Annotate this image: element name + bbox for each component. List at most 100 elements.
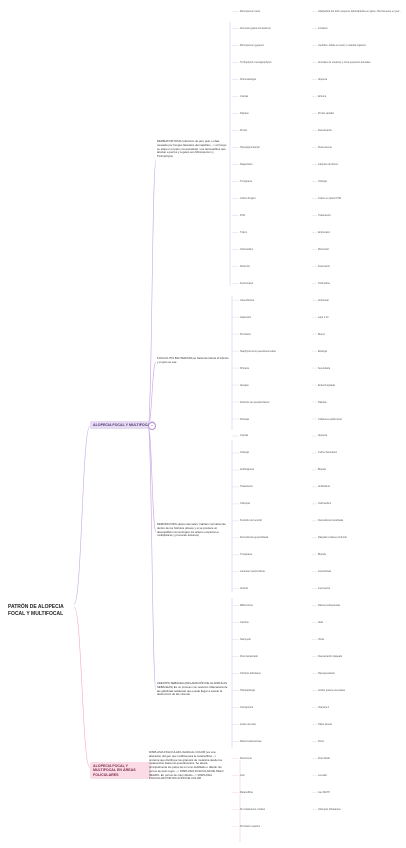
mind-map-node[interactable]: Isoxazolinas [318,570,332,574]
mind-map-node[interactable]: Pelo diluido [318,757,331,761]
mind-map-node[interactable]: Prurito [240,128,248,132]
mind-map-node[interactable]: Biopsia [318,553,326,557]
mind-map-node[interactable]: Alopecia [318,434,328,438]
mind-map-node[interactable]: Tratamiento [318,213,331,217]
mind-map-node[interactable]: Pápulas [240,111,249,115]
mind-map-node[interactable]: Staphylococcus pseudintermedius [240,349,277,353]
mind-map-node[interactable]: Tratamiento [240,485,253,489]
mind-map-node[interactable]: Ketoconazol [240,281,254,285]
mind-map-node[interactable]: Melanofilina [240,791,253,795]
mind-map-node[interactable]: Dorso [318,740,325,744]
mind-map-node[interactable]: Lactonas macrocíclicas [240,570,265,574]
mind-map-node[interactable]: Bueno [318,332,325,336]
mind-map-node[interactable]: Pronóstico estético [240,825,261,829]
mind-map-node[interactable]: Razas predispuestas [318,604,341,608]
mind-map-node[interactable]: Ivermectina [318,587,331,591]
mind-map-node[interactable]: Animales de roedores y otros pequeños an… [318,60,371,64]
mind-map-node[interactable]: Alopecia [318,77,328,81]
mind-map-node[interactable]: Secundaria [318,366,331,370]
mind-map-node[interactable]: Hiperpigmentación [240,145,260,149]
mind-map-node[interactable]: Raspado cutáneo profundo [318,536,347,540]
mind-map-node[interactable]: Vitamina A [318,706,330,710]
topic-foliculitis[interactable]: FOLICULITIS BACTERIANA se bacteria infec… [157,356,229,364]
mind-map-node[interactable]: Biopsia [318,468,326,472]
mind-map-node[interactable]: Microsporum canis [240,10,261,13]
mind-map-node[interactable]: Etiología [318,349,328,353]
mind-map-node[interactable]: Enilconazol [318,230,331,234]
mind-map-node[interactable]: Endocrinopatías [318,383,336,387]
mind-map-node[interactable]: Itraconazol [318,264,330,268]
mind-map-node[interactable]: Cilindros foliculares [240,672,261,676]
mind-map-node[interactable]: PCR [240,213,246,217]
mind-map-node[interactable]: Sintomatología [240,77,256,81]
mind-map-node[interactable]: Cultivo fúngico [240,196,256,200]
mind-map-node[interactable]: Microsporum gypseum [240,43,265,47]
mind-map-node[interactable]: Ciclosporina [240,706,254,710]
mind-map-node[interactable]: Tricograma [240,179,252,183]
mind-map-node[interactable]: Pronóstico [240,332,252,336]
mind-map-node[interactable]: Ácidos grasos esenciales [318,689,345,693]
branch-alopecia-folicular[interactable]: ALOPECIA FOCAL Y MULTIFOCAL EN ÁREAS FOL… [90,762,151,779]
mind-map-node[interactable]: Caniche [240,621,249,625]
mind-map-node[interactable]: Recurrente [240,757,252,761]
mind-map-node[interactable]: Adaptado/a del felino (especie habitual/… [318,10,402,13]
mind-map-node[interactable]: Griseofulvina [240,298,254,302]
mind-map-node[interactable]: Sistémico [240,264,251,268]
mind-map-node[interactable]: Amitraz [240,587,249,591]
mind-map-node[interactable]: Sin tratamiento curativo [240,808,266,812]
mind-map-node[interactable]: Miconazol [318,247,329,251]
mind-map-node[interactable]: Prurito variable [318,111,335,115]
mind-map-node[interactable]: Pápulas [318,400,327,404]
mind-map-node[interactable]: Terbinafina [318,281,330,285]
mind-map-node[interactable]: Histopatología [240,689,256,693]
mind-map-node[interactable]: Eritema [318,94,327,98]
mind-map-node[interactable]: Costras [240,94,249,98]
mind-map-node[interactable]: Aspiración [240,315,252,319]
mind-map-node[interactable]: Demodicosis localizada [318,519,343,523]
mind-map-node[interactable]: Trichophyton mentagrophytes [240,60,272,64]
mind-map-node[interactable]: Pústulas [240,417,250,421]
mind-map-node[interactable]: Diagnóstico [240,162,253,166]
mind-map-node[interactable]: Contacto [318,26,328,30]
mind-map-node[interactable]: Azul [240,774,245,778]
topic-adenitis[interactable]: ADENITIS SEBÁCEA (INFLAMACIÓN DE GLÁNDUL… [157,681,228,697]
mind-map-node[interactable]: Leonado [318,774,328,778]
mind-map-node[interactable]: Cultivo bacteriano [318,451,338,455]
mind-map-node[interactable]: Citología [240,451,250,455]
mind-map-node[interactable]: Defectos de queratinización [240,400,270,404]
mind-map-node[interactable]: Milbemicina [240,604,253,608]
mind-map-node[interactable]: Lejía 1:10 [318,315,329,319]
mind-map-node[interactable]: Descamación plateada [318,655,343,659]
mind-map-node[interactable]: Ambiental [318,298,329,302]
mind-map-node[interactable]: Costras [240,434,249,438]
mind-map-node[interactable]: Samoyedo [240,638,252,642]
mind-map-node[interactable]: Vizsla [318,638,325,642]
mind-map-node[interactable]: Citología [318,179,328,183]
mind-map-node[interactable]: Antibiograma [240,468,255,472]
mind-map-node[interactable]: Gen MLPH [318,791,330,795]
topic-dermatofitosis[interactable]: DERMATOFITOSIS (infección de piel, pelo … [157,139,227,159]
mind-map-node[interactable]: Peróxido de benzoilo [240,519,263,523]
mind-map-node[interactable]: Pelo deslustrado [240,655,258,659]
mind-map-node[interactable]: Macromelanosomas [240,740,262,744]
mind-map-node[interactable]: Descamación [318,128,333,132]
collapse-toggle-icon[interactable]: − [148,422,156,430]
mind-map-node[interactable]: Tricograma [240,553,252,557]
mind-map-node[interactable]: Geofílico: habita en suelo y material or… [318,43,366,47]
mind-map-node[interactable]: Antibióticos [318,485,331,489]
topic-displasia[interactable]: DISPLASIA FOLICULAR LIGADA AL COLOR (es … [149,750,224,781]
mind-map-node[interactable]: Demodicosis generalizada [240,536,269,540]
mind-map-node[interactable]: Lámpara de Wood [318,162,338,166]
mind-map-node[interactable]: Champús [240,502,251,506]
mind-map-node[interactable]: Tallos pilosos [318,723,333,727]
mind-map-node[interactable]: Clorhexidina [240,247,254,251]
mind-map-node[interactable]: Tópico [240,230,248,234]
branch-alopecia-focal[interactable]: ALOPECIA FOCAL Y MULTIFOCAL [90,421,156,430]
mind-map-node[interactable]: Cultivo en placa DTM [318,196,341,200]
mind-map-node[interactable]: Hiperqueratosis [318,672,335,676]
mind-map-node[interactable]: Champús hidratantes [318,808,341,812]
mind-map-node[interactable]: Primaria [240,366,249,370]
mind-map-node[interactable]: Clorhexidina [318,502,332,506]
mind-map-node[interactable]: Collaretes epidérmicos [318,417,343,421]
mind-map-node[interactable]: Aceite de bebé [240,723,256,727]
